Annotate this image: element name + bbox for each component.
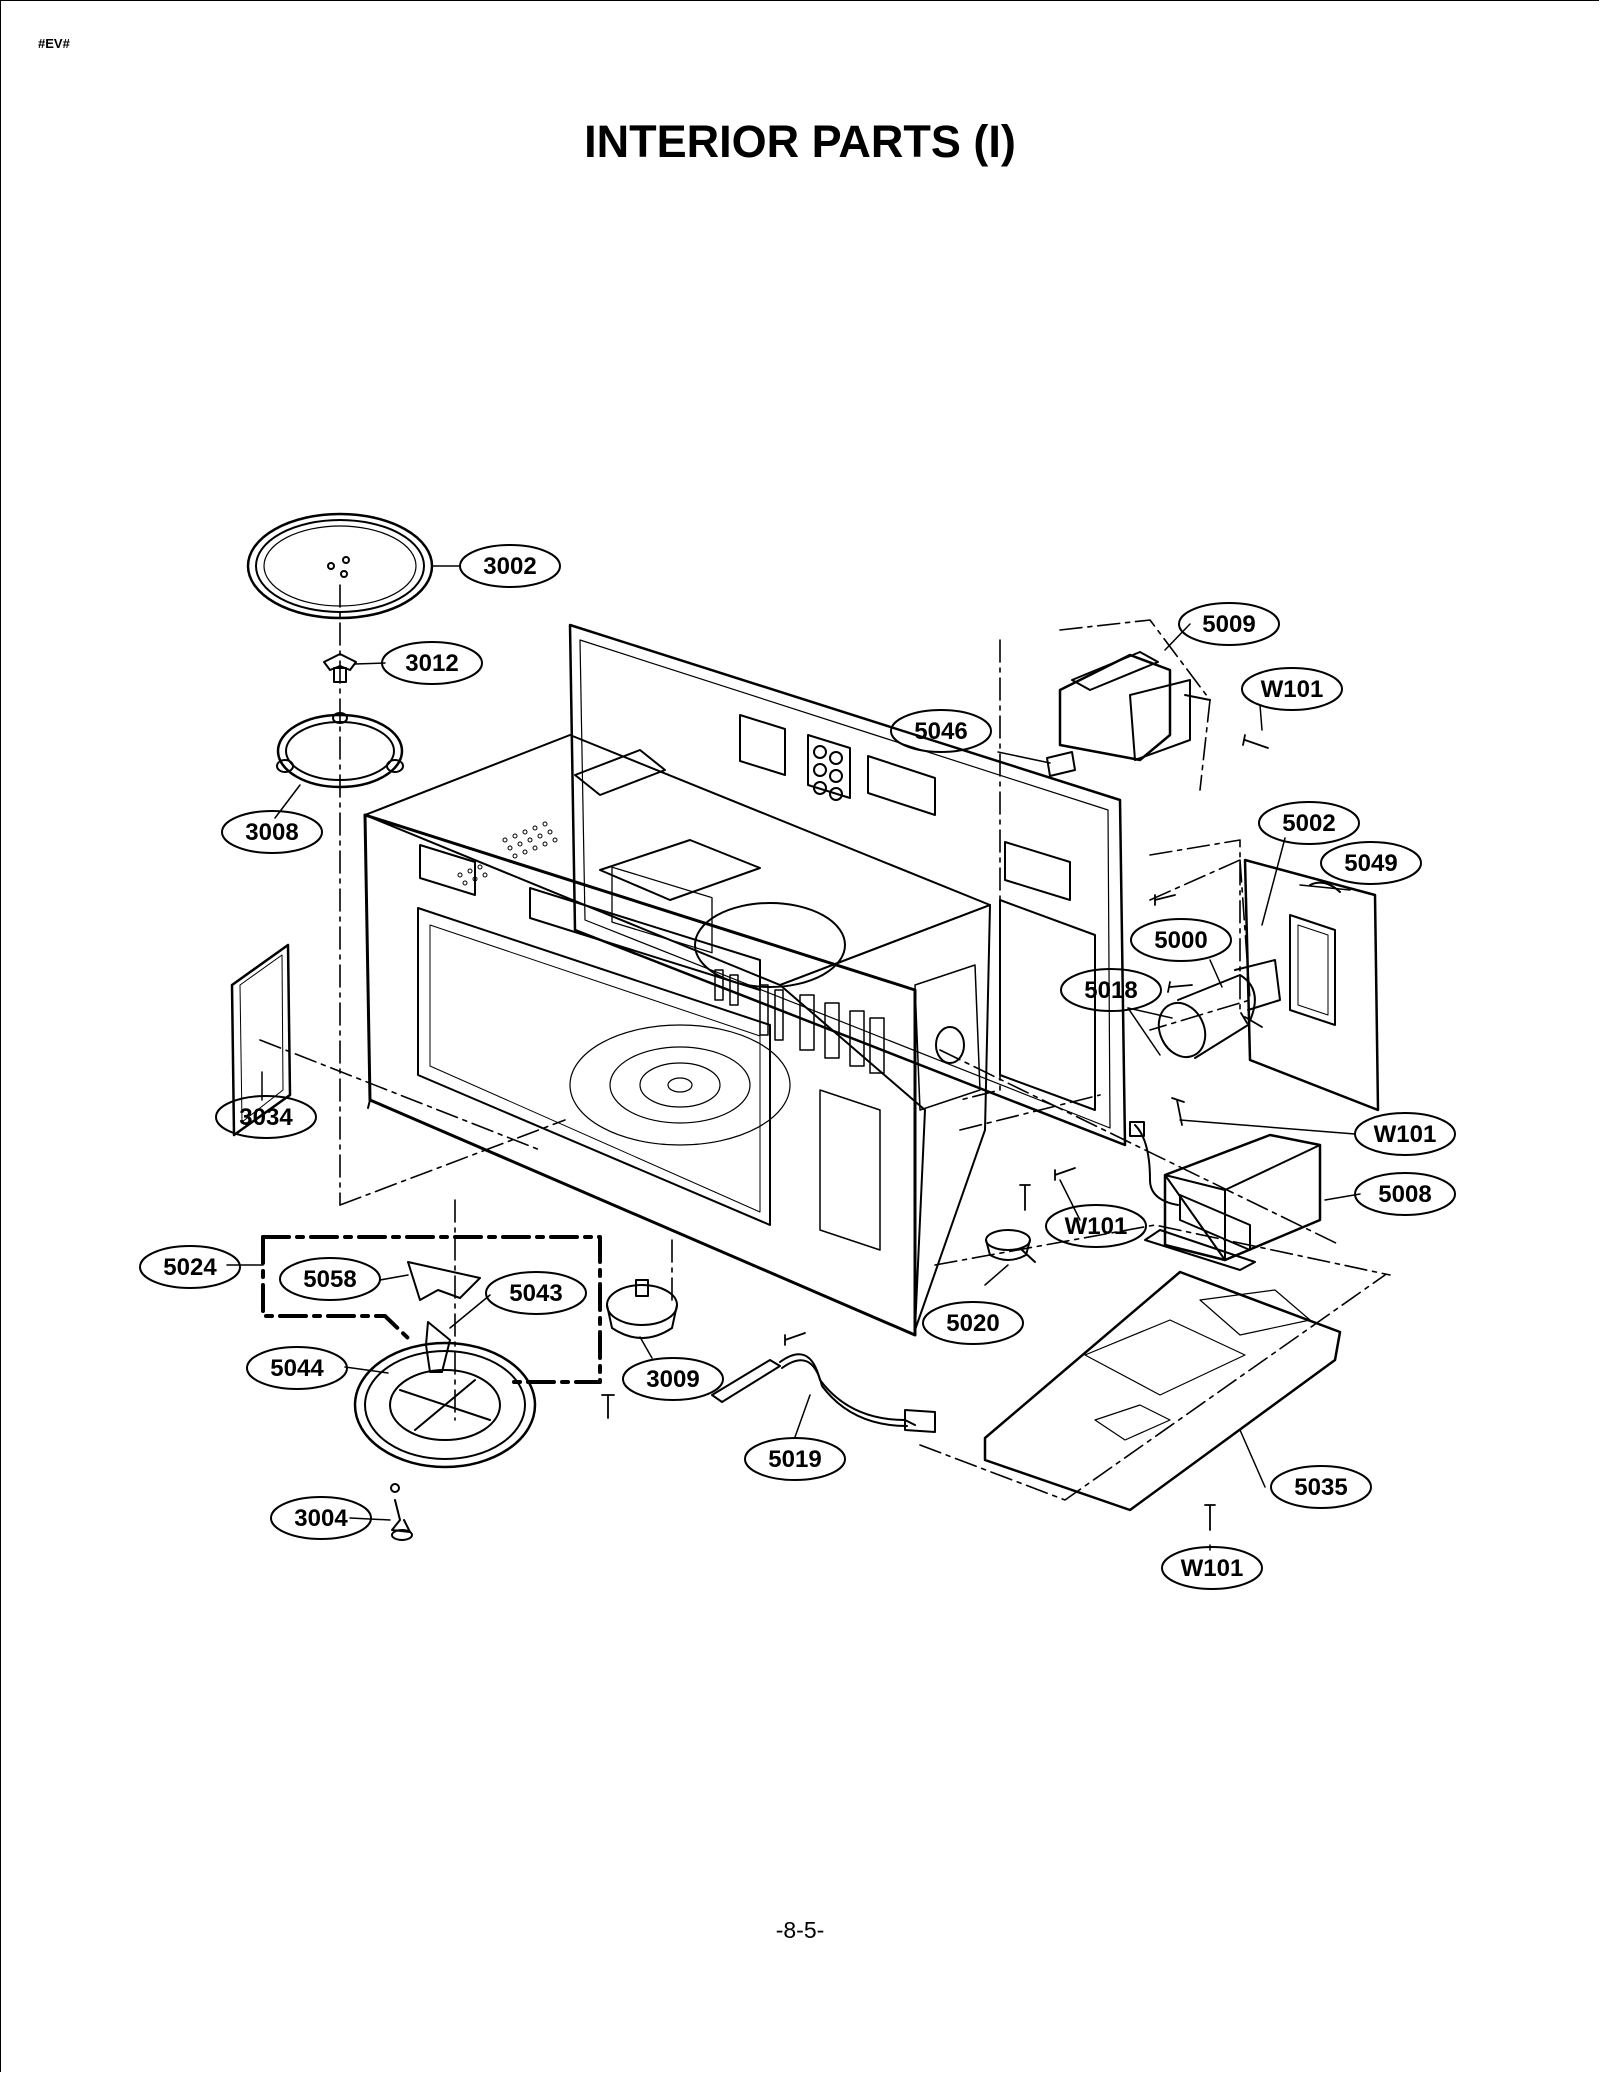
svg-text:5046: 5046	[914, 718, 967, 745]
svg-text:W101: W101	[1065, 1213, 1128, 1240]
svg-text:5019: 5019	[768, 1446, 821, 1473]
turntable-motor	[606, 1279, 678, 1339]
callout-5002: 5002	[1258, 801, 1360, 845]
callout-5009: 5009	[1178, 602, 1280, 646]
callout-w101-magnetron: W101	[1241, 667, 1343, 711]
svg-text:3004: 3004	[294, 1505, 348, 1532]
svg-text:5049: 5049	[1344, 850, 1397, 877]
callout-w101-bottom: W101	[1161, 1546, 1263, 1590]
cavity-front-frame	[363, 813, 917, 1337]
callout-w101-right: W101	[1354, 1112, 1456, 1156]
svg-text:5008: 5008	[1378, 1181, 1431, 1208]
base-plate	[983, 1270, 1342, 1512]
svg-text:5002: 5002	[1282, 810, 1335, 837]
screws	[601, 734, 1269, 1531]
alignment-lines	[259, 584, 1391, 1501]
leader-lines	[226, 565, 1361, 1551]
roller-ring	[276, 712, 404, 789]
turntable-tray	[246, 512, 434, 620]
svg-text:3034: 3034	[239, 1104, 293, 1131]
svg-text:5035: 5035	[1294, 1474, 1347, 1501]
magnetron	[1046, 651, 1211, 777]
sensor-harness	[711, 1353, 936, 1433]
callout-5024: 5024	[139, 1245, 241, 1289]
svg-text:W101: W101	[1374, 1121, 1437, 1148]
callout-3012: 3012	[381, 641, 483, 685]
svg-text:5020: 5020	[946, 1310, 999, 1337]
svg-text:3012: 3012	[405, 650, 458, 677]
page-title: INTERIOR PARTS (I)	[584, 116, 1016, 167]
cavity-side	[779, 904, 991, 1331]
thermostat	[985, 1229, 1036, 1263]
svg-text:3008: 3008	[245, 819, 298, 846]
svg-text:5018: 5018	[1084, 977, 1137, 1004]
callout-5035: 5035	[1270, 1465, 1372, 1509]
callout-5018: 5018	[1060, 968, 1162, 1012]
callout-5046: 5046	[890, 709, 992, 753]
callout-5000: 5000	[1130, 918, 1232, 962]
svg-text:W101: W101	[1261, 676, 1324, 703]
callout-5043: 5043	[485, 1271, 587, 1315]
callout-3008: 3008	[221, 810, 323, 854]
svg-text:5000: 5000	[1154, 927, 1207, 954]
page-number: -8-5-	[775, 1917, 825, 1943]
svg-text:W101: W101	[1181, 1555, 1244, 1582]
callout-5020: 5020	[922, 1301, 1024, 1345]
svg-text:5009: 5009	[1202, 611, 1255, 638]
callout-5049: 5049	[1320, 841, 1422, 885]
fan-assembly	[261, 1235, 602, 1541]
cavity-top	[364, 734, 991, 988]
svg-text:3002: 3002	[483, 553, 536, 580]
document-code: #EV#	[38, 36, 70, 51]
callout-5019: 5019	[744, 1437, 846, 1481]
callout-3002: 3002	[459, 544, 561, 588]
hv-transformer	[1129, 1121, 1322, 1271]
hv-capacitor-bracket	[1157, 858, 1380, 1112]
callout-3034: 3034	[215, 1095, 317, 1139]
svg-text:5043: 5043	[509, 1280, 562, 1307]
callout-5058: 5058	[279, 1257, 381, 1301]
callout-5008: 5008	[1354, 1172, 1456, 1216]
callout-5044: 5044	[246, 1346, 348, 1390]
svg-text:5058: 5058	[303, 1266, 356, 1293]
callout-3004: 3004	[270, 1496, 372, 1540]
callout-w101-center: W101	[1045, 1204, 1147, 1248]
svg-text:3009: 3009	[646, 1366, 699, 1393]
coupler	[323, 653, 357, 683]
cavity-back-panel	[568, 623, 1127, 1147]
svg-text:5044: 5044	[270, 1355, 324, 1382]
waveguide-cover	[230, 943, 292, 1137]
callout-3009: 3009	[622, 1357, 724, 1401]
svg-text:5024: 5024	[163, 1254, 217, 1281]
